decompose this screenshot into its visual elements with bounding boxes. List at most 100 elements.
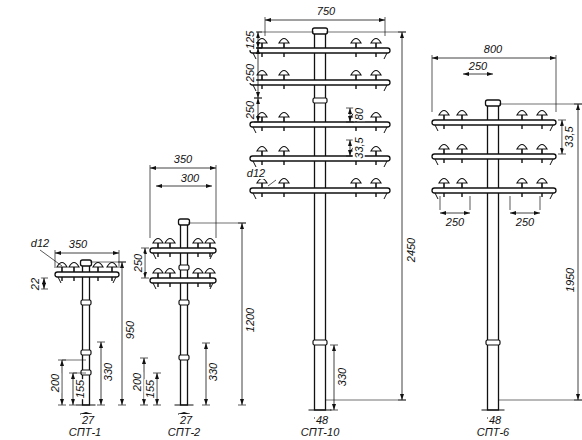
line	[443, 149, 445, 154]
line	[261, 53, 262, 57]
line	[283, 193, 284, 197]
line	[265, 17, 266, 36]
line	[385, 17, 386, 36]
insulator	[371, 179, 381, 184]
line	[346, 122, 354, 123]
crossarm	[432, 120, 556, 125]
line	[499, 104, 582, 105]
line	[40, 289, 48, 290]
line	[113, 277, 116, 283]
line	[355, 85, 356, 89]
line	[283, 183, 285, 188]
line	[375, 151, 377, 156]
line	[355, 183, 357, 188]
line	[169, 283, 170, 287]
line	[111, 267, 113, 272]
line	[140, 358, 148, 359]
arrowhead	[240, 223, 244, 229]
dimension-label: 750	[316, 5, 336, 17]
dimension-label: 200	[49, 373, 61, 393]
line	[97, 342, 105, 343]
arrowhead	[560, 148, 564, 154]
arrowhead	[256, 98, 260, 104]
line	[157, 243, 159, 248]
line	[197, 253, 198, 257]
line	[461, 159, 462, 163]
pole	[488, 104, 499, 410]
insulator	[153, 269, 163, 274]
dimension-label: d12	[246, 167, 266, 179]
line	[175, 405, 194, 406]
dimension-label: 330	[102, 362, 114, 382]
dimension-label: 33,5	[563, 125, 575, 148]
dimension-label: 155	[74, 379, 86, 399]
type-caption: СПТ-2	[167, 426, 201, 438]
insulator	[279, 71, 289, 76]
line	[253, 193, 256, 199]
line	[157, 283, 158, 287]
line	[556, 55, 557, 112]
insulator	[93, 263, 103, 268]
line	[156, 186, 212, 187]
arrowhead	[510, 211, 516, 215]
insulator	[371, 147, 381, 152]
crossarm	[55, 272, 119, 277]
line	[355, 127, 356, 131]
line	[443, 193, 444, 197]
arrowhead	[348, 140, 352, 146]
line	[197, 283, 198, 287]
line	[242, 223, 243, 405]
insulator	[279, 147, 289, 152]
arrowhead	[550, 56, 556, 60]
pole-joint	[81, 370, 91, 375]
line	[375, 161, 376, 165]
line	[283, 75, 285, 80]
line	[197, 273, 199, 278]
line	[375, 75, 377, 80]
dimension-label: 33,5	[353, 136, 365, 159]
dimension-label: 250	[515, 216, 535, 228]
insulator	[371, 113, 381, 118]
arrowhead	[400, 394, 404, 400]
arrowhead	[206, 184, 212, 188]
line	[541, 149, 543, 154]
poles	[40, 17, 582, 420]
crossarm	[250, 122, 390, 127]
pole-joint	[81, 300, 91, 305]
line	[432, 58, 556, 59]
line	[258, 48, 259, 98]
pole-cap	[486, 100, 501, 106]
line	[435, 159, 438, 165]
arrowhead	[142, 358, 146, 364]
line	[58, 405, 66, 406]
arrowhead	[156, 184, 162, 188]
line	[261, 151, 263, 156]
line	[169, 273, 171, 278]
line	[521, 183, 523, 188]
line	[261, 183, 263, 188]
line	[157, 253, 158, 257]
dimension-label: 155	[144, 379, 156, 399]
line	[541, 115, 543, 120]
line	[355, 53, 356, 57]
insulator	[279, 39, 289, 44]
arrowhead	[265, 18, 271, 22]
insulator	[165, 269, 175, 274]
dimension-label: 80	[353, 107, 365, 121]
line	[326, 400, 406, 401]
line	[118, 405, 126, 406]
pole-cap	[179, 219, 190, 225]
arrowhead	[256, 92, 260, 98]
arrowhead	[60, 399, 64, 405]
line	[153, 405, 161, 406]
line	[119, 250, 120, 268]
line	[197, 243, 199, 248]
line	[330, 410, 338, 411]
line	[40, 250, 62, 266]
insulator	[205, 269, 215, 274]
dimension-label: 1950	[564, 267, 576, 293]
line	[253, 85, 256, 91]
arrowhead	[379, 18, 385, 22]
pole-cap	[313, 28, 328, 34]
